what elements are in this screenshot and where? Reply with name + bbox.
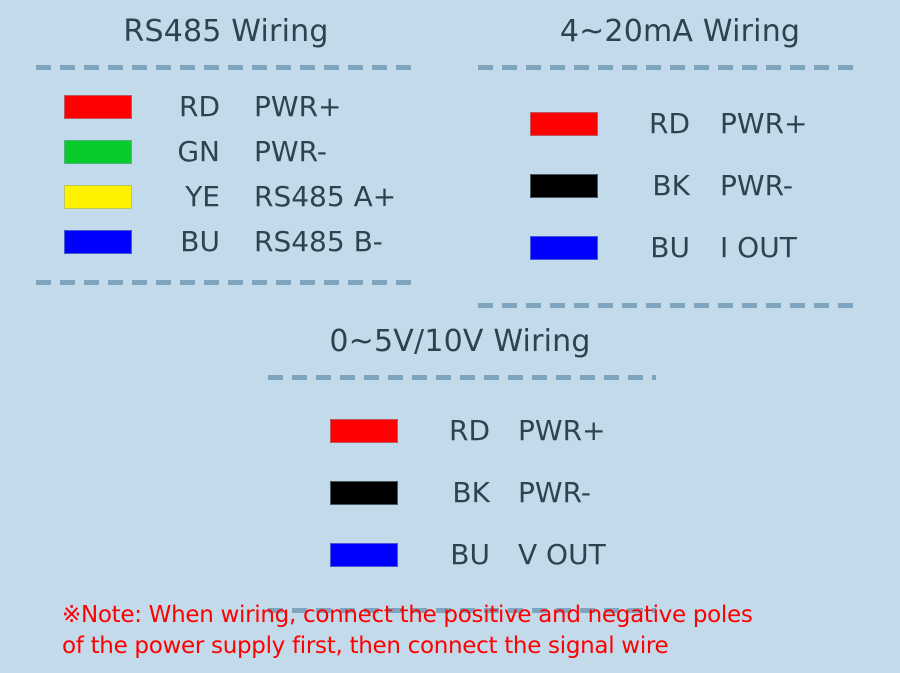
wire-function-label: PWR- xyxy=(518,476,591,509)
wire-color-code: GN xyxy=(177,134,220,168)
wire-list-current-loop: RD PWR+ BK PWR- BU I OUT xyxy=(460,93,900,279)
wire-function-label: V OUT xyxy=(518,538,606,571)
panel-title-rs485: RS485 Wiring xyxy=(123,14,329,49)
wire-color-code: BU xyxy=(180,224,220,258)
wire-list-rs485: RD PWR+ GN PWR- YE RS485 A+ BU RS485 B- xyxy=(0,84,452,264)
black-wire-swatch xyxy=(530,174,598,198)
red-wire-swatch xyxy=(530,112,598,136)
divider-top-rs485 xyxy=(36,65,420,70)
wire-function-label: PWR+ xyxy=(720,107,808,140)
wire-function-label: PWR+ xyxy=(254,89,342,123)
wire-row: BU RS485 B- xyxy=(0,219,452,264)
red-wire-swatch xyxy=(330,419,398,443)
wire-list-voltage: RD PWR+ BK PWR- BU V OUT xyxy=(250,400,670,586)
panel-voltage-wiring: 0~5V/10V Wiring RD PWR+ BK PWR- BU V OUT xyxy=(250,324,670,613)
wire-color-code: RD xyxy=(178,89,220,123)
wire-function-label: PWR+ xyxy=(518,414,606,447)
divider-bottom-current-loop xyxy=(478,303,862,308)
wiring-note: ※Note: When wiring, connect the positive… xyxy=(62,600,862,662)
wire-row: GN PWR- xyxy=(0,129,452,174)
wire-function-label: RS485 A+ xyxy=(254,179,397,213)
panel-current-loop-wiring: 4~20mA Wiring RD PWR+ BK PWR- BU I OUT xyxy=(460,14,900,308)
blue-wire-swatch xyxy=(64,229,132,254)
divider-bottom-voltage xyxy=(268,608,656,613)
wire-function-label: PWR- xyxy=(254,134,327,168)
wire-color-code: BU xyxy=(450,538,490,571)
wiring-note-line-1: ※Note: When wiring, connect the positive… xyxy=(62,602,753,628)
black-wire-swatch xyxy=(330,481,398,505)
red-wire-swatch xyxy=(64,94,132,119)
wire-color-code: BU xyxy=(650,231,690,264)
wire-color-code: BK xyxy=(452,476,490,509)
panel-title-voltage: 0~5V/10V Wiring xyxy=(329,324,591,359)
divider-bottom-rs485 xyxy=(36,280,420,285)
wire-color-code: BK xyxy=(652,169,690,202)
divider-top-current-loop xyxy=(478,65,862,70)
wire-color-code: YE xyxy=(185,179,220,213)
blue-wire-swatch xyxy=(530,236,598,260)
wire-row: RD PWR+ xyxy=(460,93,900,155)
divider-top-voltage xyxy=(268,375,656,380)
wire-row: BK PWR- xyxy=(250,462,670,524)
green-wire-swatch xyxy=(64,139,132,164)
wire-row: BU I OUT xyxy=(460,217,900,279)
wire-row: BK PWR- xyxy=(460,155,900,217)
wire-function-label: RS485 B- xyxy=(254,224,383,258)
wiring-note-line-2: of the power supply first, then connect … xyxy=(62,633,669,659)
wire-color-code: RD xyxy=(648,107,690,140)
panel-rs485-wiring: RS485 Wiring RD PWR+ GN PWR- YE RS485 A+… xyxy=(0,14,452,285)
wire-row: RD PWR+ xyxy=(0,84,452,129)
yellow-wire-swatch xyxy=(64,184,132,209)
panel-title-current-loop: 4~20mA Wiring xyxy=(559,14,801,49)
wire-row: BU V OUT xyxy=(250,524,670,586)
wire-function-label: I OUT xyxy=(720,231,797,264)
blue-wire-swatch xyxy=(330,543,398,567)
wire-row: RD PWR+ xyxy=(250,400,670,462)
wire-row: YE RS485 A+ xyxy=(0,174,452,219)
wire-function-label: PWR- xyxy=(720,169,793,202)
wire-color-code: RD xyxy=(448,414,490,447)
